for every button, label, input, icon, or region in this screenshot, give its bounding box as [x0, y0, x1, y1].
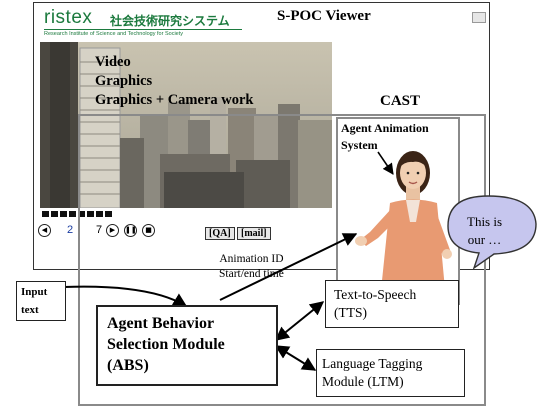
abs-ltm-arrow [274, 345, 317, 371]
window-corner-icon[interactable] [472, 12, 486, 23]
input-text-label: Input text [21, 283, 47, 319]
agent-animation-system-label: Agent Animation System [341, 120, 429, 154]
tts-module-label: Text-to-Speech (TTS) [334, 286, 416, 322]
ltm-line-1: Language Tagging [322, 356, 423, 371]
animation-annotation: Animation ID Start/end time [219, 252, 284, 282]
video-line-3: Graphics + Camera work [95, 92, 254, 108]
ristex-logo-subtitle: Research Institute of Science and Techno… [44, 31, 184, 37]
logo-underline [44, 29, 242, 30]
viewer-title: S-POC Viewer [277, 8, 371, 24]
qa-button-label: QA [212, 228, 228, 239]
pause-icon[interactable]: ❚❚ [124, 224, 137, 237]
ristex-logo-japanese: 社会技術研究システム [110, 14, 230, 28]
tts-line-2: (TTS) [334, 305, 367, 320]
abs-tts-arrow [274, 301, 325, 341]
abs-line-2: Selection Module [107, 336, 225, 353]
mail-button[interactable]: [mail] [237, 227, 271, 240]
input-line-2: text [21, 304, 39, 316]
input-text-box [16, 281, 66, 321]
page-current: 2 [67, 224, 74, 236]
video-line-1: Video [95, 54, 131, 70]
aas-line-2: System [341, 138, 378, 152]
playback-progress[interactable] [42, 211, 112, 217]
ltm-module-box [316, 349, 465, 397]
bubble-line-1: This is [467, 214, 503, 229]
abs-module-box [96, 305, 278, 386]
speech-bubble [447, 195, 537, 270]
stop-icon[interactable]: ■ [142, 224, 155, 237]
abs-module-label: Agent Behavior Selection Module (ABS) [107, 313, 225, 376]
previous-icon[interactable]: ◀ [38, 224, 51, 237]
video-frame [40, 42, 332, 208]
play-icon[interactable]: ▶ [106, 224, 119, 237]
qa-button[interactable]: [QA] [205, 227, 235, 240]
agent-character [355, 151, 452, 300]
annotation-line-2: Start/end time [219, 268, 284, 280]
bubble-line-2: our … [467, 232, 502, 247]
city-skyline-image [40, 42, 332, 208]
speech-bubble-text: This is our … [467, 213, 502, 249]
mail-button-label: mail [244, 228, 264, 239]
abs-line-3: (ABS) [107, 357, 149, 374]
input-to-abs-arrow [63, 285, 188, 307]
abs-to-agent-arrow [219, 233, 358, 301]
cast-label: CAST [380, 93, 421, 109]
aas-line-1: Agent Animation [341, 121, 429, 135]
aas-pointer-arrow [377, 151, 394, 175]
page-total: 7 [96, 224, 103, 236]
tts-line-1: Text-to-Speech [334, 287, 417, 302]
input-line-1: Input [21, 286, 48, 298]
video-line-2: Graphics [95, 73, 153, 89]
annotation-line-1: Animation ID [219, 253, 284, 265]
ristex-logo: ristex [44, 7, 93, 28]
abs-line-1: Agent Behavior [107, 315, 215, 332]
tts-module-box [325, 280, 459, 328]
ltm-module-label: Language Tagging Module (LTM) [322, 355, 422, 391]
ltm-line-2: Module (LTM) [322, 374, 404, 389]
